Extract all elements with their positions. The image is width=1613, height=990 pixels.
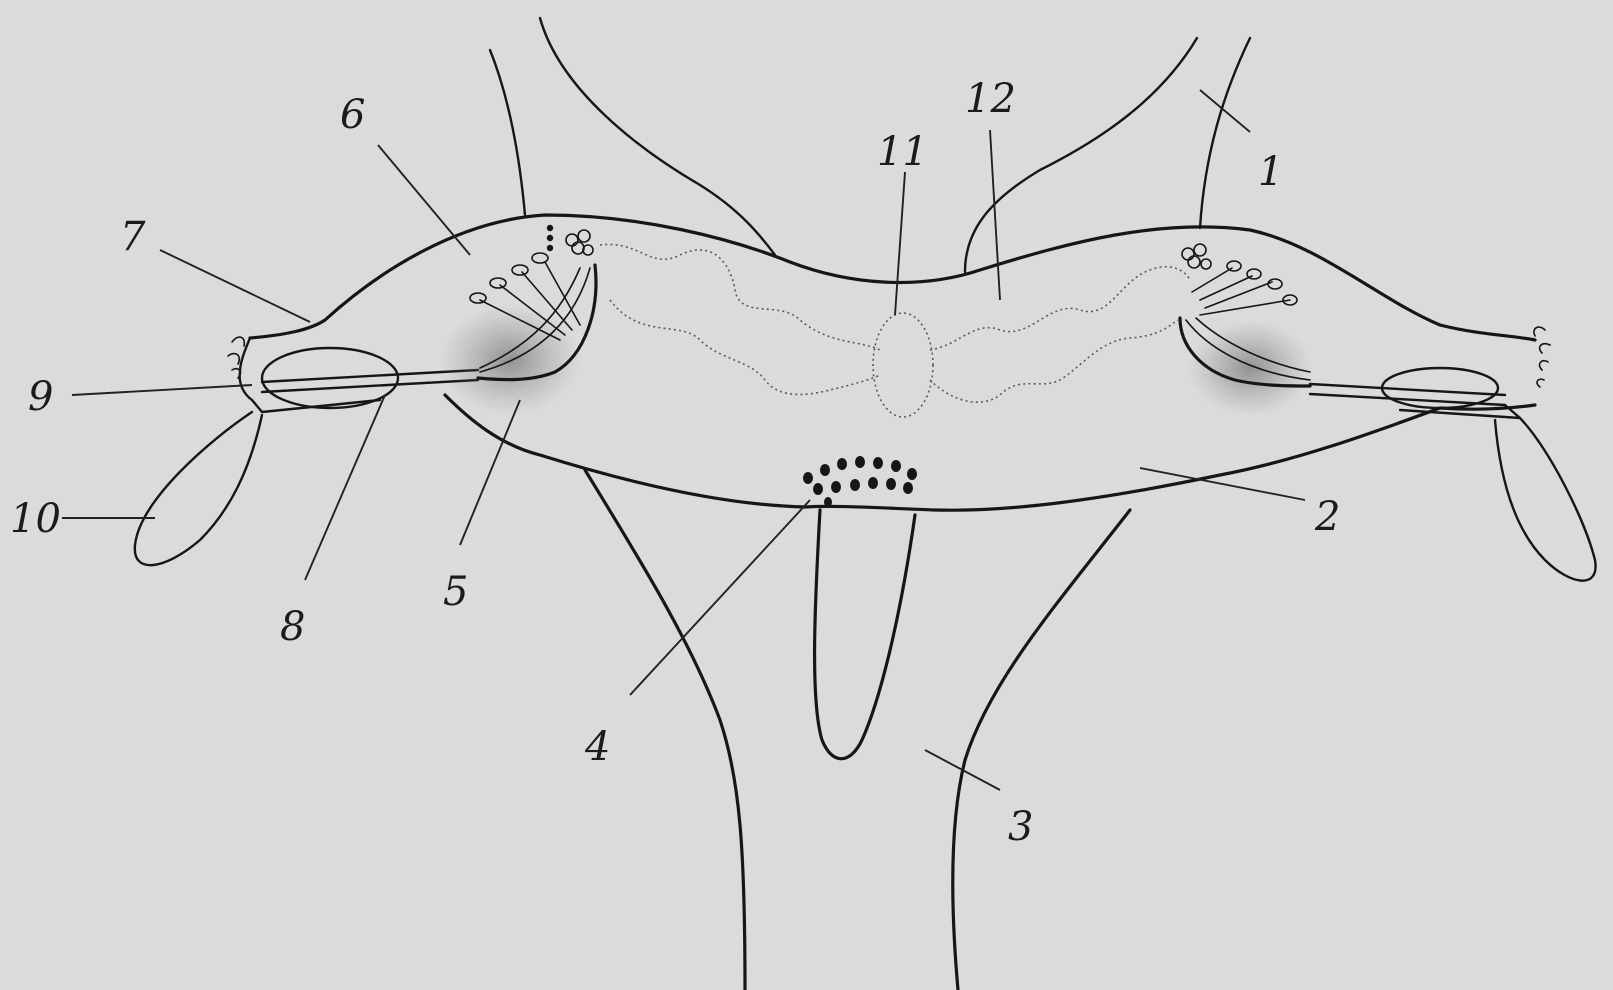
- label-4: 4: [584, 724, 610, 770]
- spot-cluster: [803, 456, 917, 507]
- leader-8: [305, 395, 385, 580]
- label-1: 1: [1258, 149, 1283, 195]
- leader-6: [378, 145, 470, 255]
- winding-ducts: [600, 244, 1190, 402]
- left-gland-complex: [440, 225, 596, 415]
- right-gland-complex: [1180, 244, 1312, 416]
- label-10: 10: [10, 496, 61, 542]
- left-appendage-10: [135, 412, 262, 565]
- leader-7: [160, 250, 310, 322]
- leader-2: [1140, 468, 1305, 500]
- label-7: 7: [120, 214, 146, 260]
- lower-vessels: [585, 470, 1130, 990]
- label-5: 5: [443, 569, 468, 615]
- leader-12: [990, 130, 1000, 300]
- label-2: 2: [1314, 494, 1340, 540]
- leader-lines: [62, 90, 1305, 790]
- leader-4: [630, 500, 810, 695]
- label-11: 11: [877, 129, 928, 175]
- upper-left-vessels: [490, 18, 775, 255]
- label-9: 9: [28, 374, 53, 420]
- lower-appendage: [815, 510, 915, 759]
- leader-3: [925, 750, 1000, 790]
- right-appendage: [1495, 418, 1596, 581]
- label-8: 8: [280, 604, 305, 650]
- labels: 1 2 3 4 5 6 7 8 9 10 11 12: [10, 76, 1340, 850]
- leader-9: [72, 385, 252, 395]
- leader-5: [460, 400, 520, 545]
- left-tube: [135, 337, 478, 565]
- leader-11: [895, 172, 905, 315]
- central-body-11: [873, 313, 933, 417]
- label-12: 12: [965, 76, 1016, 122]
- label-3: 3: [1008, 804, 1033, 850]
- label-6: 6: [340, 92, 365, 138]
- right-tube: [1310, 327, 1596, 581]
